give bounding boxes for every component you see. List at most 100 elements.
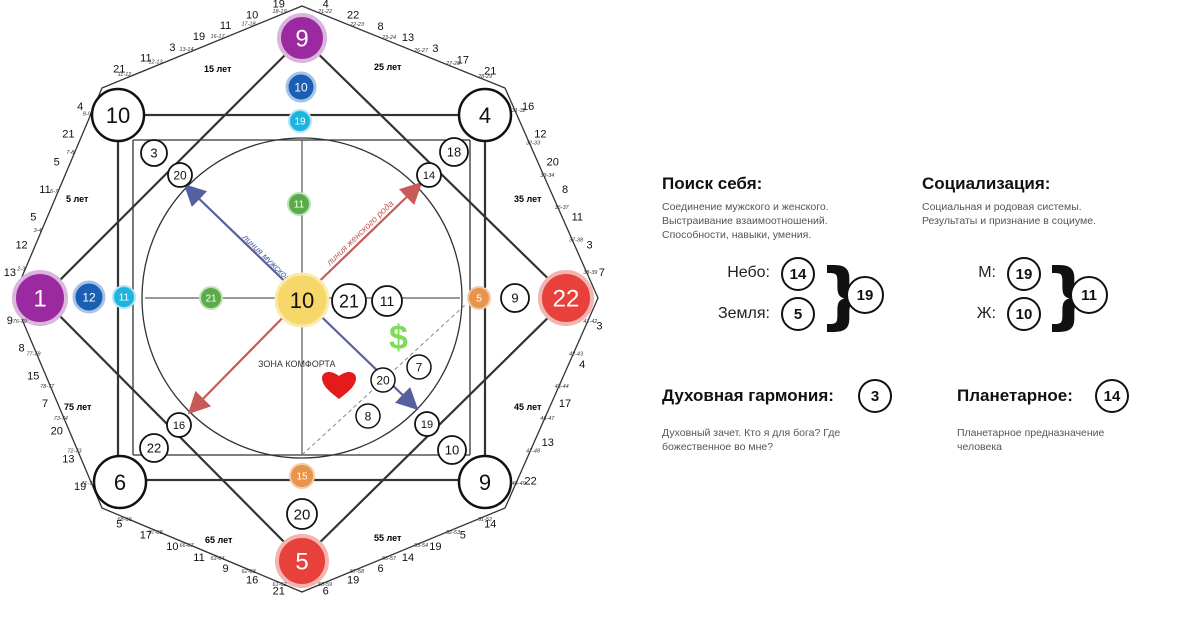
edge-number: 17 [457,54,469,66]
edge-age-range: 41-42 [583,319,597,325]
spiritual-desc-line: Духовный зачет. Кто я для бога? Где [662,427,841,439]
sq-tl-inner-text: 20 [173,168,187,182]
edge-number: 5 [54,156,60,168]
edge-number: 17 [559,398,571,410]
edge-number: 4 [579,359,585,371]
comfort-circle-2-text: 20 [376,373,390,387]
social-sum: 11 [1070,276,1108,314]
inner-circle [141,137,463,459]
edge-number: 13 [542,437,554,449]
top-inner-2: 19 [288,109,312,133]
edge-number: 3 [432,43,438,55]
top-inner-2-text: 19 [294,117,306,128]
edge-number: 19 [193,31,205,43]
search-panel: Поиск себя: Соединение мужского и женско… [662,174,902,242]
edge-age-range: 48-49 [512,481,526,487]
comfort-circle-3: 8 [355,403,381,429]
edge-number: 12 [15,239,27,251]
bottom-inner-1-text: 20 [294,506,311,523]
edge-age-range: 12-13 [148,60,163,66]
sky-label: Небо: [727,264,770,281]
sq-tl-outer-text: 3 [150,146,157,161]
edge-number: 21 [113,64,125,76]
sq-tr-outer: 18 [439,137,469,167]
edge-number: 5 [116,519,122,531]
comfort-circle-3-text: 8 [365,409,372,423]
corner-bottom-circle-text: 5 [295,549,308,576]
edge-number: 8 [562,184,568,196]
center-right-2: 11 [371,285,403,317]
edge-number: 10 [166,541,178,553]
social-description: Социальная и родовая системы. Результаты… [922,200,1162,228]
dollar-icon: $ [389,319,408,357]
edge-age-range: 36-37 [555,205,570,211]
sq-bl-outer-text: 22 [147,441,161,456]
corner-tr-circle-text: 4 [479,103,491,128]
age-label: 45 лет [514,402,542,412]
sq-bl-inner-text: 16 [173,420,185,432]
age-label: 65 лет [205,535,233,545]
social-title: Социализация: [922,174,1051,193]
edge-number: 3 [596,320,602,332]
edge-number: 10 [246,9,258,21]
age-label: 15 лет [204,64,232,74]
m-value: 19 [1007,257,1041,291]
edge-age-range: 73-74 [54,416,68,422]
edge-number: 4 [323,0,329,11]
edge-age-range: 26-27 [413,48,429,54]
edge-age-range: 57-58 [350,569,365,575]
search-desc-line: Выстраивание взаимоотношений. [662,215,828,227]
age-label: 35 лет [514,194,542,204]
edge-age-range: 38-39 [583,270,597,276]
edge-age-range: 76-79 [13,319,27,325]
top-inner-1: 10 [285,71,317,103]
edge-number: 9 [7,315,13,327]
edge-age-range: 66-67 [179,543,194,549]
corner-tl-circle: 10 [90,87,146,143]
edge-age-range: 51-52 [478,517,492,523]
edge-age-range: 63-64 [210,556,224,562]
edge-number: 21 [273,585,285,597]
planetary-value: 14 [1095,379,1129,413]
edge-number: 11 [193,552,204,564]
social-panel: Социализация: Социальная и родовая систе… [922,174,1162,228]
sq-tr-outer-text: 18 [447,145,461,160]
female-line-arrow [301,181,423,299]
heart-icon [322,371,356,399]
edge-number: 5 [460,530,466,542]
search-description: Соединение мужского и женского. Выстраив… [662,200,902,242]
center-circle: 10 [274,272,330,328]
edge-age-range: 3-4 [34,228,42,234]
spiritual-value: 3 [858,379,892,413]
search-desc-line: Способности, навыки, умения. [662,229,812,241]
edge-age-range: 43-44 [555,384,569,390]
center-circle-text: 10 [290,288,314,313]
edge-age-range: 46-47 [540,416,555,422]
age-label: 5 лет [66,194,89,204]
corner-bl-circle: 6 [92,454,148,510]
sky-value: 14 [781,257,815,291]
edge-age-range: 16-17 [210,34,225,40]
left-inner-2-text: 11 [119,293,130,304]
spiritual-title: Духовная гармония: [662,386,834,405]
edge-age-range: 71-72 [81,481,95,487]
corner-top-circle-text: 9 [295,26,308,53]
destiny-matrix-diagram: линия мужского рода линия женского рода … [4,0,605,597]
edge-number: 20 [51,426,63,438]
comfort-zone-label: ЗОНА КОМФОРТА [258,359,336,369]
edge-number: 13 [402,32,414,44]
bottom-inner-2-text: 15 [296,472,308,483]
spiritual-desc-line: божественное во мне? [662,441,774,453]
edge-number: 20 [547,156,559,168]
age-label: 75 лет [64,402,92,412]
edge-age-range: 2-3 [16,267,26,273]
edge-number: 11 [140,53,151,65]
comfort-circle-1-text: 7 [416,360,423,374]
search-sum: 19 [846,276,884,314]
edge-age-range: 78-77 [40,384,55,390]
edge-age-range: 33-34 [540,173,554,179]
edge-age-range: 21-22 [317,9,332,15]
outer-octagon [12,5,599,593]
edge-age-range: 77-78 [26,352,41,358]
edge-number: 13 [62,453,74,465]
